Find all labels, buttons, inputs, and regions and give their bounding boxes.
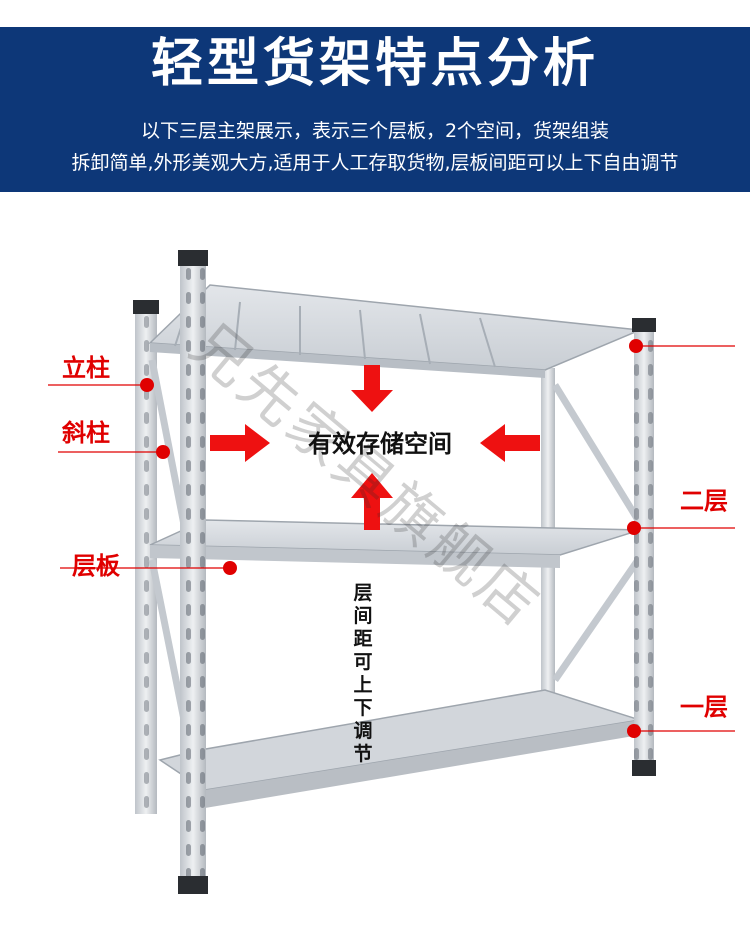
adjustable-char: 间: [353, 605, 373, 627]
adjustable-char: 节: [353, 743, 373, 765]
second-level-marker: [627, 521, 641, 535]
second-level-label: 二层: [680, 487, 728, 515]
upright-marker: [140, 378, 154, 392]
arrow-right-icon: [210, 424, 270, 462]
header-banner: [0, 27, 750, 192]
arrow-up-icon: [351, 473, 393, 530]
adjustable-char: 上: [353, 674, 373, 696]
adjustable-char: 层: [353, 582, 373, 604]
bottom-shelf: [158, 689, 641, 808]
space-arrows: [210, 365, 540, 530]
page-title: 轻型货架特点分析: [150, 34, 599, 94]
adjustable-char: 下: [353, 697, 373, 719]
first-level-marker: [627, 724, 641, 738]
arrow-left-icon: [480, 424, 540, 462]
front-right-post: [632, 318, 656, 776]
shelf-board-label: 层板: [72, 552, 120, 580]
storage-space-label: 有效存储空间: [308, 430, 452, 458]
brace-marker: [156, 445, 170, 459]
adjustable-char: 可: [353, 651, 373, 673]
adjustable-char: 调: [353, 720, 373, 742]
top-level-marker: [629, 339, 643, 353]
annotation-dots: [140, 339, 643, 738]
arrow-down-icon: [351, 365, 393, 412]
banner-description-line-1: 以下三层主架展示，表示三个层板，2个空间，货架组装: [140, 120, 610, 142]
first-level-label: 一层: [680, 693, 728, 721]
upright-label: 立柱: [62, 354, 110, 382]
shelf-board-marker: [223, 561, 237, 575]
adjustable-spacing-label: 层 间 距 可 上 下 调 节: [349, 582, 377, 766]
adjustable-char: 距: [353, 628, 373, 650]
back-posts: [133, 300, 555, 814]
brace-label: 斜柱: [62, 419, 110, 447]
front-left-post: [178, 250, 208, 894]
banner-description-line-2: 拆卸简单,外形美观大方,适用于人工存取货物,层板间距可以上下自由调节: [71, 152, 679, 174]
annotation-leaders: [48, 345, 735, 732]
